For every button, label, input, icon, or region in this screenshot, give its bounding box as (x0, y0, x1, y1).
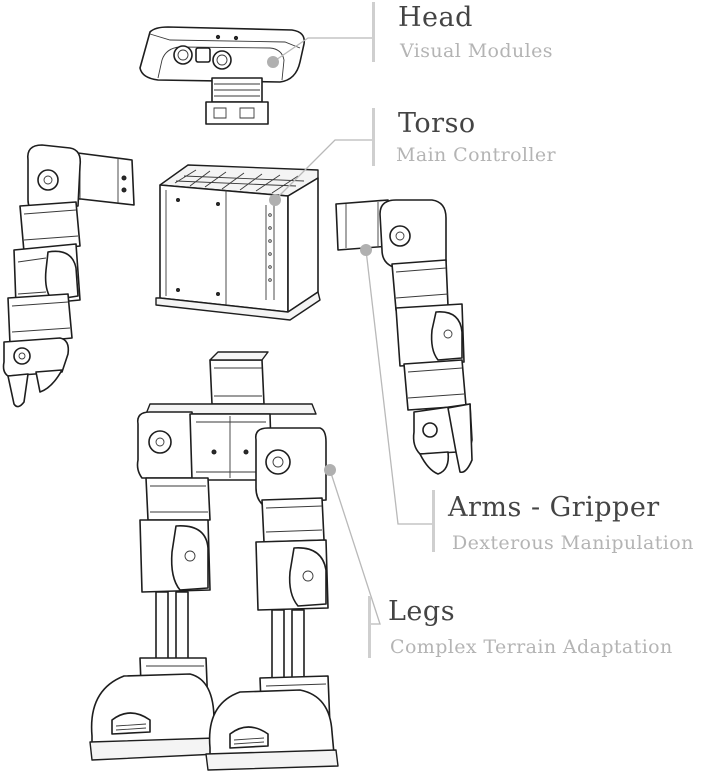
right-leg-module (205, 497, 339, 771)
torso-label-bar (372, 108, 375, 166)
legs-title: Legs (388, 596, 456, 627)
torso-subtitle: Main Controller (396, 144, 556, 166)
legs-label-bar (368, 596, 371, 658)
arms-label-bar (432, 490, 435, 552)
torso-module (155, 164, 321, 321)
leader-lines (267, 37, 432, 625)
head-label-bar (372, 2, 375, 62)
right-arm-module (335, 199, 473, 475)
head-module (139, 26, 306, 125)
arms-subtitle: Dexterous Manipulation (452, 532, 694, 554)
head-title: Head (398, 2, 473, 33)
torso-title: Torso (398, 108, 476, 139)
pelvis-module (136, 351, 327, 505)
left-arm-module (2, 144, 135, 408)
legs-subtitle: Complex Terrain Adaptation (390, 636, 673, 658)
left-leg-module (89, 477, 219, 761)
head-subtitle: Visual Modules (400, 40, 553, 62)
arms-title: Arms - Gripper (448, 492, 660, 523)
